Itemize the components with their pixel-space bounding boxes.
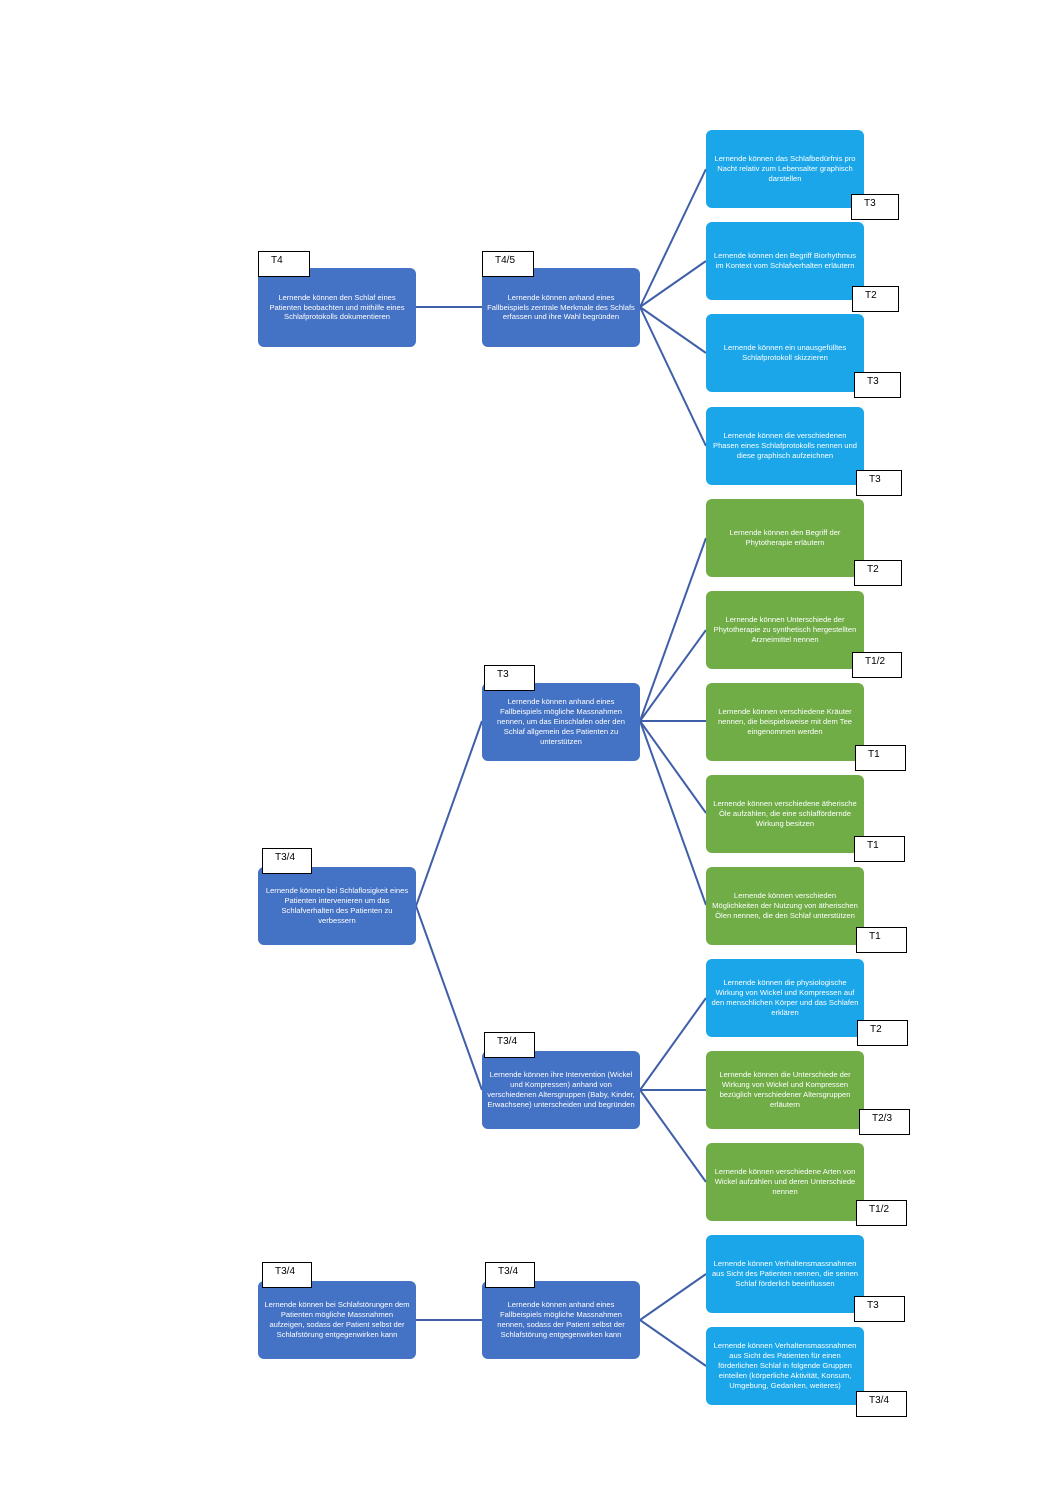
taxonomy-tag: T4: [258, 251, 310, 277]
connector: [639, 1273, 707, 1321]
taxonomy-tag: T3: [851, 194, 899, 220]
objective-text: Lernende können die verschiedenen Phasen…: [713, 431, 857, 460]
leaf-node: Lernende können Verhaltensmassnahmen aus…: [706, 1235, 864, 1313]
connector: [639, 260, 707, 308]
taxonomy-tag: T3/4: [856, 1391, 907, 1417]
objective-text: Lernende können Unterschiede der Phytoth…: [713, 615, 857, 644]
leaf-node: Lernende können Verhaltensmassnahmen aus…: [706, 1327, 864, 1405]
objective-node: Lernende können bei Schlaflosigkeit eine…: [258, 867, 416, 945]
taxonomy-tag: T1: [856, 927, 907, 953]
objective-text: Lernende können ein unausgefülltes Schla…: [723, 343, 847, 362]
objective-text: Lernende können verschieden Möglichkeite…: [712, 891, 858, 920]
taxonomy-tag: T2: [857, 1020, 908, 1046]
taxonomy-tag: T3: [854, 1296, 905, 1322]
taxonomy-tag: T3/4: [485, 1262, 535, 1288]
taxonomy-tag: T2: [854, 560, 902, 586]
leaf-node: Lernende können die Unterschiede der Wir…: [706, 1051, 864, 1129]
connector: [639, 306, 707, 447]
taxonomy-tag: T1/2: [856, 1200, 907, 1226]
taxonomy-tag: T1: [854, 836, 905, 862]
taxonomy-tag: T3/4: [262, 1262, 312, 1288]
taxonomy-tag: T4/5: [482, 251, 534, 277]
objective-text: Lernende können Verhaltensmassnahmen aus…: [713, 1341, 857, 1390]
connector: [639, 306, 707, 354]
connector: [639, 1089, 707, 1183]
taxonomy-tag: T3: [854, 372, 901, 398]
connector: [639, 1319, 707, 1367]
objective-text: Lernende können verschiedene Kräuter nen…: [717, 707, 853, 736]
objective-text: Lernende können den Schlaf eines Patient…: [269, 292, 405, 322]
objective-text: Lernende können bei Schlafstörungen dem …: [264, 1300, 410, 1339]
objective-text: Lernende können Verhaltensmassnahmen aus…: [711, 1259, 859, 1288]
leaf-node: Lernende können ein unausgefülltes Schla…: [706, 314, 864, 392]
leaf-node: Lernende können das Schlafbedürfnis pro …: [706, 130, 864, 208]
connector: [639, 720, 707, 814]
objective-node: Lernende können anhand eines Fallbeispie…: [482, 683, 640, 761]
leaf-node: Lernende können verschiedene ätherische …: [706, 775, 864, 853]
taxonomy-tag: T3/4: [484, 1032, 535, 1058]
leaf-node: Lernende können verschieden Möglichkeite…: [706, 867, 864, 945]
taxonomy-tag: T1/2: [852, 652, 902, 678]
objective-text: Lernende können verschiedene Arten von W…: [714, 1167, 856, 1196]
connector: [639, 629, 707, 722]
objective-text: Lernende können verschiedene ätherische …: [713, 799, 857, 828]
connector: [639, 997, 707, 1091]
taxonomy-tag: T2/3: [859, 1109, 910, 1135]
objective-text: Lernende können den Begriff der Phytothe…: [729, 528, 841, 547]
objective-node: Lernende können anhand eines Fallbeispie…: [482, 268, 640, 347]
taxonomy-tag: T3: [856, 470, 902, 496]
objective-text: Lernende können anhand eines Fallbeispie…: [487, 292, 635, 322]
objective-node: Lernende können den Schlaf eines Patient…: [258, 268, 416, 347]
connector: [415, 720, 483, 907]
taxonomy-tag: T1: [855, 745, 906, 771]
objective-text: Lernende können das Schlafbedürfnis pro …: [714, 154, 856, 183]
leaf-node: Lernende können Unterschiede der Phytoth…: [706, 591, 864, 669]
connector: [639, 537, 707, 722]
objective-text: Lernende können die physiologische Wirku…: [711, 978, 859, 1017]
objective-node: Lernende können ihre Intervention (Wicke…: [482, 1051, 640, 1129]
connector: [639, 720, 707, 906]
connector: [415, 905, 483, 1091]
connector: [639, 168, 707, 308]
leaf-node: Lernende können den Begriff Biorhythmus …: [706, 222, 864, 300]
taxonomy-tag: T3: [484, 665, 535, 691]
leaf-node: Lernende können den Begriff der Phytothe…: [706, 499, 864, 577]
objective-text: Lernende können die Unterschiede der Wir…: [719, 1070, 851, 1109]
objective-node: Lernende können bei Schlafstörungen dem …: [258, 1281, 416, 1359]
leaf-node: Lernende können verschiedene Kräuter nen…: [706, 683, 864, 761]
objective-text: Lernende können den Begriff Biorhythmus …: [713, 251, 857, 270]
leaf-node: Lernende können die verschiedenen Phasen…: [706, 407, 864, 485]
objective-text: Lernende können anhand eines Fallbeispie…: [497, 1300, 625, 1339]
objective-text: Lernende können ihre Intervention (Wicke…: [487, 1070, 635, 1109]
objective-text: Lernende können anhand eines Fallbeispie…: [497, 697, 625, 746]
taxonomy-tag: T3/4: [262, 848, 312, 874]
leaf-node: Lernende können die physiologische Wirku…: [706, 959, 864, 1037]
objective-text: Lernende können bei Schlaflosigkeit eine…: [265, 886, 409, 925]
objective-node: Lernende können anhand eines Fallbeispie…: [482, 1281, 640, 1359]
taxonomy-tag: T2: [852, 286, 899, 312]
leaf-node: Lernende können verschiedene Arten von W…: [706, 1143, 864, 1221]
